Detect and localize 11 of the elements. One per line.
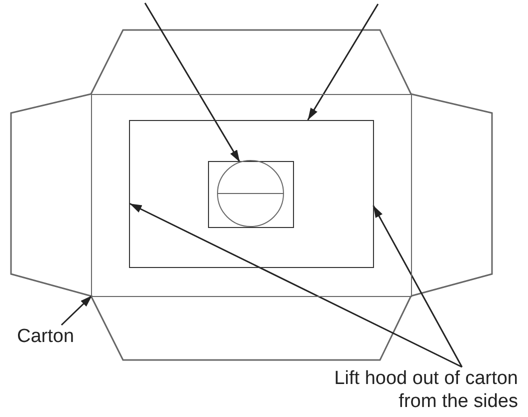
leader-arrow bbox=[129, 202, 462, 368]
divided-circle bbox=[217, 160, 284, 227]
arrow bbox=[307, 4, 379, 120]
hood-panel bbox=[129, 120, 374, 268]
arrow bbox=[144, 2, 240, 162]
leader-arrow bbox=[60, 294, 93, 326]
inner-frame bbox=[208, 160, 294, 228]
instruction-note: Lift hood out of carton from the sides bbox=[322, 367, 518, 413]
carton-panel bbox=[90, 94, 412, 296]
leader-arrow bbox=[372, 205, 463, 368]
carton-label: Carton bbox=[17, 325, 74, 348]
